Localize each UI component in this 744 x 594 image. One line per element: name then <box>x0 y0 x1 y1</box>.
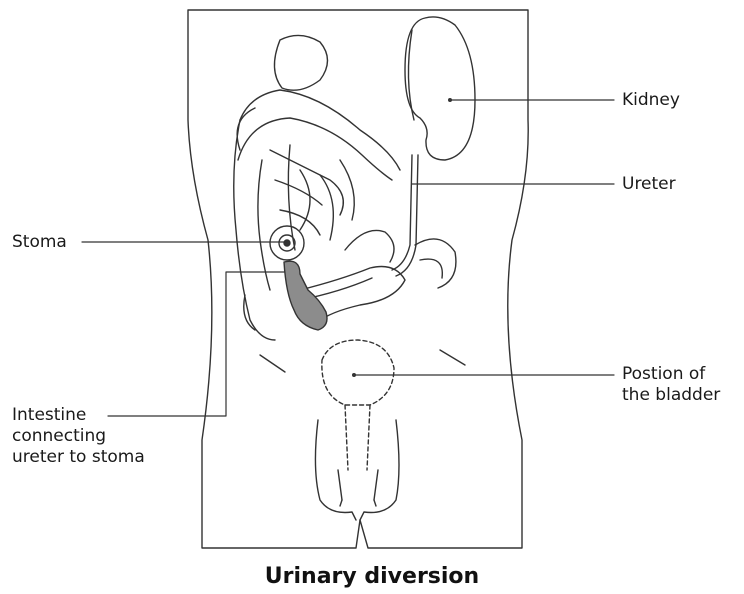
label-intestine: Intestine connecting ureter to stoma <box>12 405 145 468</box>
label-stoma: Stoma <box>12 232 67 253</box>
figure-caption: Urinary diversion <box>0 564 744 589</box>
label-intestine-line-3: ureter to stoma <box>12 447 145 468</box>
label-bladder: Postion of the bladder <box>622 364 720 406</box>
label-intestine-line-2: connecting <box>12 426 145 447</box>
torso-outline <box>188 10 528 548</box>
label-ureter: Ureter <box>622 174 676 195</box>
colon-shape <box>274 35 327 90</box>
bladder-outline <box>322 340 394 405</box>
leader-intestine <box>108 272 284 416</box>
label-intestine-line-1: Intestine <box>12 405 145 426</box>
label-bladder-line-1: Postion of <box>622 364 720 385</box>
label-kidney: Kidney <box>622 90 680 111</box>
ureter-shape <box>392 155 412 270</box>
kidney-shape <box>405 17 475 160</box>
label-bladder-line-2: the bladder <box>622 385 720 406</box>
